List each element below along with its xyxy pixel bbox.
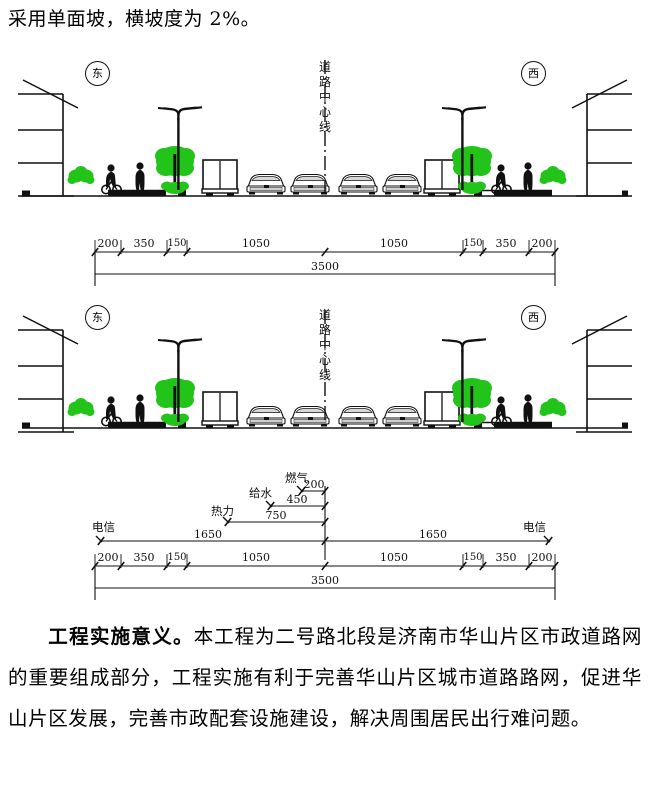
top-note: 采用单面坡，横坡度为 2%。 (8, 8, 261, 30)
body-heading: 工程实施意义。 (48, 625, 194, 648)
s2-dim-0: 200 (97, 551, 119, 564)
body-text: 本工程为二号路北段是济南市华山片区市政道路网的重要组成部分，工程实施有利于完善华… (8, 625, 642, 730)
utility-label-heating: 热力 (211, 504, 234, 518)
s2-dim-7: 200 (531, 551, 553, 564)
s2-dim-total: 3500 (311, 574, 339, 587)
utility-offset-water: 450 (286, 493, 308, 506)
section-two-east-mark: 东 (85, 305, 110, 330)
section-one-east-mark: 东 (85, 61, 110, 86)
utility-label-telecom-right: 电信 (523, 520, 546, 534)
utility-label-gas: 燃气 (285, 471, 308, 485)
section-two-west-mark: 西 (521, 305, 546, 330)
s1-dim-3: 1050 (242, 237, 270, 250)
s1-dim-2: 150 (167, 238, 187, 249)
s1-dim-5: 150 (463, 238, 483, 249)
s1-dim-1: 350 (133, 237, 155, 250)
section-one-west-mark: 西 (521, 61, 546, 86)
s1-dim-total: 3500 (311, 260, 339, 273)
utility-label-telecom-left: 电信 (92, 520, 115, 534)
s1-dim-4: 1050 (380, 237, 408, 250)
section-one-centerline-caption: 道 路 中 心 线 (318, 60, 331, 134)
s2-dim-2: 150 (167, 552, 187, 563)
utility-label-water: 给水 (249, 486, 272, 500)
s1-dim-0: 200 (97, 237, 119, 250)
utility-offset-telecom-left: 1650 (194, 528, 222, 541)
s2-dim-6: 350 (495, 551, 517, 564)
s1-dim-7: 200 (531, 237, 553, 250)
s2-dim-1: 350 (133, 551, 155, 564)
section-two-centerline-caption: 道 路 中 心 线 (318, 308, 331, 382)
s2-dim-3: 1050 (242, 551, 270, 564)
utility-offset-telecom-right: 1650 (419, 528, 447, 541)
utility-offset-ladder (95, 485, 554, 560)
s2-dim-5: 150 (463, 552, 483, 563)
utility-offset-heating: 750 (265, 509, 287, 522)
body-paragraph-block: 工程实施意义。本工程为二号路北段是济南市华山片区市政道路网的重要组成部分，工程实… (8, 616, 642, 739)
utility-offset-gas: 200 (303, 478, 325, 491)
s2-dim-4: 1050 (380, 551, 408, 564)
s1-dim-6: 350 (495, 237, 517, 250)
